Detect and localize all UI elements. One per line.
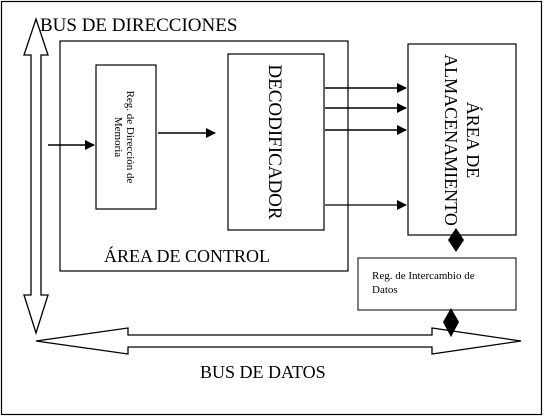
data-bus-label: BUS DE DATOS <box>200 362 326 382</box>
address-register-label-line1: Reg. de Dirección de <box>124 91 136 184</box>
data-exchange-register-box <box>357 257 517 311</box>
register-bus-connector <box>443 308 459 337</box>
decoder-label: DECODIFICADOR <box>264 64 285 220</box>
outer-frame <box>0 0 543 416</box>
address-bus-arrow <box>23 16 49 336</box>
storage-register-connector <box>448 228 464 252</box>
storage-area-label-line1: ÁREA DE <box>463 102 484 179</box>
data-bus-arrow <box>35 327 522 355</box>
address-register-box <box>95 64 157 210</box>
storage-area-box <box>407 43 517 236</box>
address-register-label-line2: Memoria <box>112 117 124 157</box>
control-area-label: ÁREA DE CONTROL <box>104 245 270 266</box>
data-exchange-register-label-line1: Reg. de Intercambio de <box>372 270 475 282</box>
decoder-box <box>227 53 325 231</box>
data-exchange-register-label-line2: Datos <box>372 284 398 296</box>
control-area-box <box>59 40 349 272</box>
address-bus-label: BUS DE DIRECCIONES <box>40 15 237 36</box>
storage-area-label-line2: ALMACENAMIENTO <box>441 54 461 226</box>
